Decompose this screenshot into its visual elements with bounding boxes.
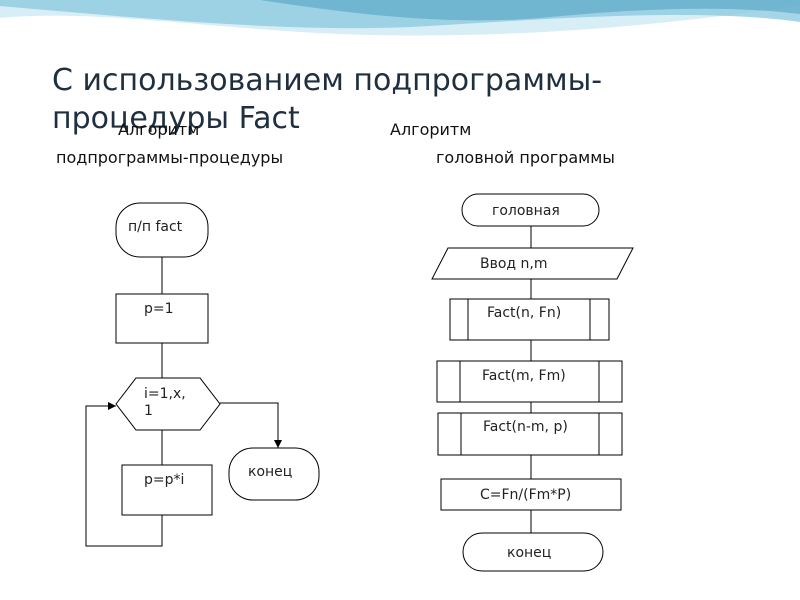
- right-heading-line2: головной программы: [436, 148, 615, 167]
- left-body-label: p=p*i: [144, 472, 184, 488]
- right-call3-subprocess: Fact(n-m, p): [437, 412, 623, 456]
- right-heading-line1: Алгоритм: [390, 120, 472, 139]
- left-loop-label-line2: 1: [144, 403, 153, 419]
- right-input-label: Ввод n,m: [480, 256, 548, 272]
- right-call1-subprocess: Fact(n, Fn): [449, 298, 610, 341]
- slide-title: С использованием подпрограммы-процедуры …: [52, 63, 603, 136]
- right-end-label: конец: [507, 545, 551, 561]
- header-wave-decoration: [0, 0, 800, 42]
- right-end-terminal: конец: [462, 532, 604, 572]
- right-call3-label: Fact(n-m, p): [483, 419, 568, 435]
- left-end-label: конец: [248, 464, 292, 480]
- right-call2-label: Fact(m, Fm): [482, 368, 566, 384]
- right-compute-label: C=Fn/(Fm*P): [480, 487, 571, 503]
- left-loop-label-line1: i=1,x,: [144, 386, 186, 402]
- right-call2-subprocess: Fact(m, Fm): [436, 360, 623, 403]
- left-init-process: p=1: [115, 293, 209, 344]
- left-start-label: п/п fact: [128, 219, 183, 235]
- right-compute-process: C=Fn/(Fm*P): [440, 478, 622, 511]
- right-start-terminal: головная: [461, 193, 600, 227]
- right-start-label: головная: [492, 203, 560, 219]
- left-heading-line1: Алгоритм: [118, 120, 200, 139]
- left-connectors: [85, 257, 282, 547]
- left-init-label: p=1: [144, 301, 174, 317]
- left-heading-line2: подпрограммы-процедуры: [56, 148, 284, 167]
- left-loop-hexagon: i=1,x, 1: [115, 377, 221, 431]
- right-call1-label: Fact(n, Fn): [487, 305, 561, 321]
- left-body-process: p=p*i: [121, 464, 213, 516]
- left-start-terminal: п/п fact: [115, 202, 209, 258]
- left-end-terminal: конец: [228, 447, 320, 501]
- right-input-parallelogram: Ввод n,m: [431, 247, 634, 280]
